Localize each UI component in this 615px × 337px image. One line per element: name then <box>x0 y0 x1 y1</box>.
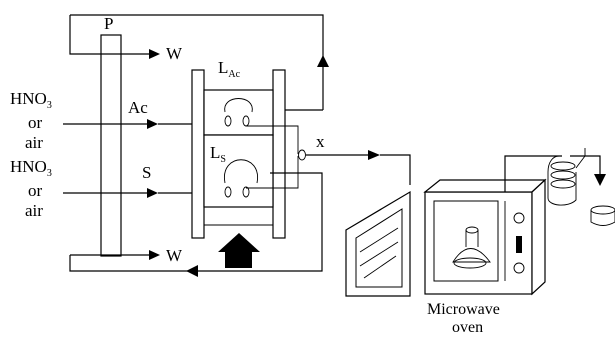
loop-sample-subscript: S <box>220 154 226 165</box>
svg-text:LS: LS <box>210 143 226 165</box>
waste-bottom-label: W <box>166 246 183 265</box>
sample-channel-label: S <box>142 163 151 182</box>
oven-caption-line2: oven <box>452 319 483 336</box>
svg-text:LAc: LAc <box>218 58 241 80</box>
reagent-bottom-line1: HNO <box>10 157 47 176</box>
reagent-top-line1: HNO <box>10 89 47 108</box>
oven-handle <box>516 236 522 253</box>
reagent-top-subscript: 3 <box>47 100 52 111</box>
svg-text:HNO3: HNO3 <box>10 89 52 111</box>
sample-loop-coil <box>224 159 258 184</box>
valve-actuation-arrow <box>218 233 260 268</box>
microwave-oven: Microwave oven <box>345 155 562 336</box>
confluence-label: x <box>316 132 325 151</box>
oven-caption-line1: Microwave <box>427 301 500 318</box>
arrow-to-oven <box>368 150 380 160</box>
reagent-inlet-top: HNO3 or air <box>10 89 52 152</box>
reagent-inlet-bottom: HNO3 or air <box>10 157 52 220</box>
acid-loop-coil <box>224 98 253 113</box>
collection-vessel <box>590 205 615 226</box>
cooling-coil <box>547 148 606 206</box>
pump-label: P <box>104 14 113 33</box>
arrow-to-bottom-waste <box>149 250 160 260</box>
oven-knob-top <box>513 212 525 224</box>
reagent-bottom-subscript: 3 <box>47 168 52 179</box>
reagent-bottom-line2: or <box>28 181 43 200</box>
loop-acid-subscript: Ac <box>228 69 240 80</box>
digestion-vessel <box>452 248 491 263</box>
acid-loop-block <box>203 89 274 136</box>
valve-outlets: x <box>246 125 411 189</box>
oven-knob-bottom <box>513 262 525 274</box>
svg-text:HNO3: HNO3 <box>10 157 52 179</box>
acid-channel-label: Ac <box>128 98 148 117</box>
peristaltic-pump: P <box>100 14 122 257</box>
reagent-bottom-line3: air <box>25 201 43 220</box>
arrow-sample-channel <box>147 188 158 198</box>
waste-top-label: W <box>166 44 183 63</box>
reagent-top-line2: or <box>28 113 43 132</box>
injection-valve: LAc LS <box>191 58 286 268</box>
reagent-top-line3: air <box>25 133 43 152</box>
arrow-return <box>186 265 198 277</box>
arrow-up-right <box>317 55 329 67</box>
arrow-to-top-waste <box>149 49 160 59</box>
top-waste-line: W <box>69 14 329 111</box>
confluence-point <box>298 149 306 161</box>
sample-loop-block <box>203 134 274 208</box>
arrow-acid-channel <box>147 119 158 129</box>
loop-sample-label: L <box>210 143 220 162</box>
loop-acid-label: L <box>218 58 228 77</box>
arrow-to-collection <box>594 174 606 186</box>
bottom-waste-line: W <box>69 172 323 277</box>
